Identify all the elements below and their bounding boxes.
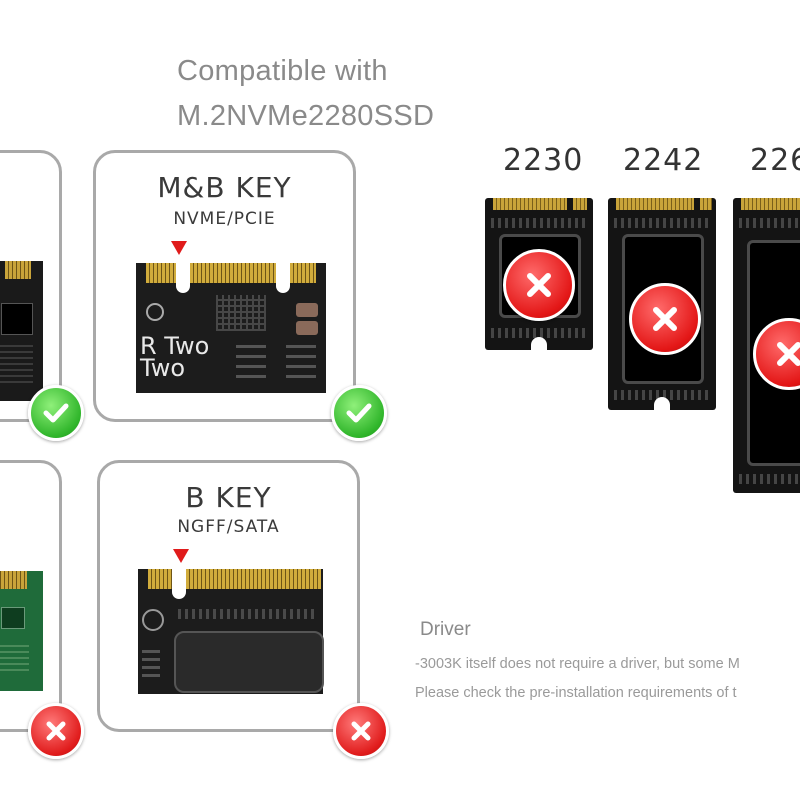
key-notch-marker-icon [171,241,187,255]
incompatible-x-badge-2230 [503,249,575,321]
driver-text-line-1: -3003K itself does not require a driver,… [415,656,740,672]
ssd-size-label-2242: 2242 [623,143,704,178]
card-b-key: B KEY NGFF/SATA [97,460,360,732]
ssd-size-label-2230: 2230 [503,143,584,178]
incompatible-x-badge [333,703,389,759]
x-icon [351,721,371,741]
check-icon [43,403,69,423]
card-partial-top [0,150,62,422]
check-icon [346,403,372,423]
heading-line-2: M.2NVMe2280SSD [177,100,435,132]
card-mb-key: M&B KEY NVME/PCIE R Two Two [93,150,356,422]
x-icon [46,721,66,741]
pcb-image-partial-bottom [0,571,43,691]
card-subtitle: NGFF/SATA [177,517,280,537]
card-title: M&B KEY [157,171,292,204]
card-subtitle: NVME/PCIE [173,209,276,229]
pcb-image-partial-top [0,261,43,401]
x-icon [527,273,551,297]
ssd-size-label-226: 226 [750,143,800,178]
silkscreen-text-1: R Two [140,332,210,360]
card-title: B KEY [185,481,272,514]
heading-line-1: Compatible with [177,55,388,87]
pcb-image-b-key [138,569,324,694]
x-icon [653,307,677,331]
incompatible-x-badge-2242 [629,283,701,355]
compatible-check-badge [28,385,84,441]
driver-text-line-2: Please check the pre-installation requir… [415,685,737,701]
card-partial-bottom [0,460,62,732]
pcb-image-mb-key: R Two Two [136,263,326,393]
driver-title: Driver [420,619,471,640]
x-icon [777,342,800,366]
incompatible-x-badge [28,703,84,759]
compatible-check-badge [331,385,387,441]
key-notch-marker-icon [173,549,189,563]
silkscreen-text-2: Two [140,354,185,382]
